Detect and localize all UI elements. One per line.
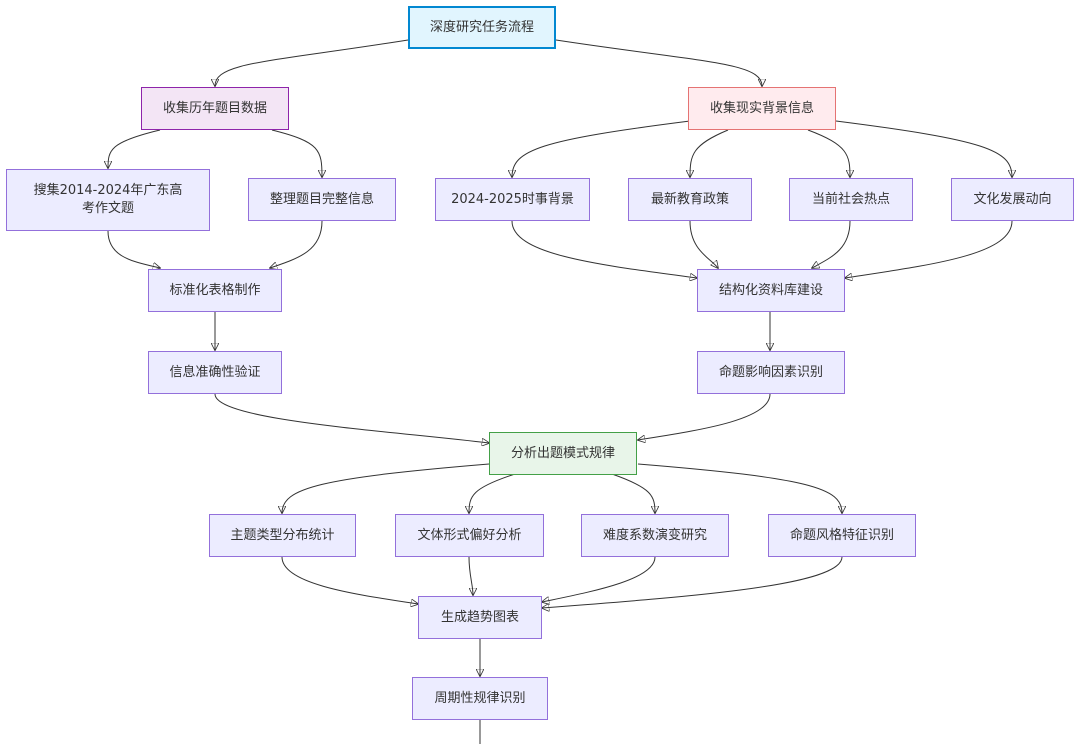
edge-search-table [107,230,160,268]
edge-current-affairs-db [511,220,697,278]
edge-difficulty-charts [542,556,656,602]
edge-analyze-theme [282,463,490,513]
node-structured-db: 结构化资料库建设 [697,269,845,312]
node-trend-charts: 生成趋势图表 [418,596,542,639]
node-education-policy: 最新教育政策 [628,178,752,221]
node-cultural-trends: 文化发展动向 [951,178,1074,221]
edge-style-features-charts [542,556,843,608]
node-root: 深度研究任务流程 [408,6,556,49]
edge-theme-charts [281,556,418,604]
edge-social-hotspots-db [812,220,851,268]
edge-analyze-style-pref [469,473,516,513]
node-standard-table: 标准化表格制作 [148,269,282,312]
node-social-hotspots: 当前社会热点 [789,178,913,221]
node-style-features: 命题风格特征识别 [768,514,916,557]
edge-organize-table [270,220,323,268]
edge-background-social-hotspots [807,129,850,177]
edge-education-policy-db [689,220,718,268]
node-analyze-patterns: 分析出题模式规律 [489,432,637,475]
edge-cultural-trends-db [845,220,1013,278]
node-factor-identify: 命题影响因素识别 [697,351,845,394]
node-accuracy-check: 信息准确性验证 [148,351,282,394]
node-collect-history: 收集历年题目数据 [141,87,289,130]
node-difficulty-evolution: 难度系数演变研究 [581,514,729,557]
edge-background-education-policy [690,129,729,177]
edge-style-pref-charts [468,556,473,595]
node-collect-background: 收集现实背景信息 [688,87,836,130]
edge-factors-analyze [638,393,771,440]
node-current-affairs: 2024-2025时事背景 [435,178,590,221]
edge-analyze-difficulty [611,473,655,513]
node-theme-distribution: 主题类型分布统计 [209,514,356,557]
node-organize-info: 整理题目完整信息 [248,178,396,221]
edge-analyze-style-features [637,463,842,513]
edge-root-collect-history [215,39,409,86]
node-style-preference: 文体形式偏好分析 [395,514,544,557]
edge-background-current-affairs [512,120,691,177]
edge-history-search [108,129,161,168]
node-periodic-rules: 周期性规律识别 [412,677,548,720]
edge-root-collect-background [555,39,762,86]
edge-background-cultural-trends [835,120,1012,177]
edge-accuracy-analyze [214,393,489,443]
node-search-essays: 搜集2014-2024年广东高考作文题 [6,169,210,231]
edge-history-organize [271,129,322,177]
